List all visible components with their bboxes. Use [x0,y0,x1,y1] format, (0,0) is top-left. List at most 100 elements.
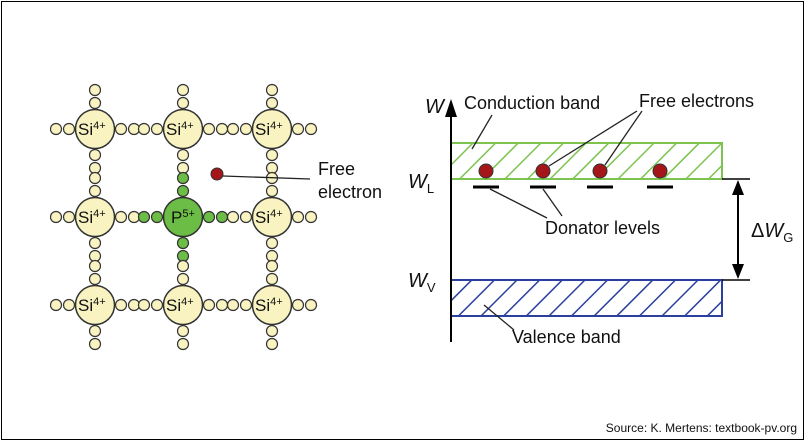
valence-electron [137,122,151,136]
free-electron-dot [210,167,224,181]
valence-electron [150,298,164,312]
valence-electron [176,184,190,198]
valence-electron [265,324,279,338]
valence-electron [49,298,63,312]
valence-electron [88,236,102,250]
valence-electron [49,210,63,224]
phosphorus-atom-label: P5+ [171,208,195,227]
valence-electron [176,324,190,338]
valence-electron [265,337,279,351]
free-electrons-pointer-2 [604,110,643,166]
gap-arrow-head-top [732,180,744,195]
valence-electron [137,210,151,224]
valence-electron [239,210,253,224]
valence-electron [226,210,240,224]
conduction-band-pointer [471,114,493,150]
valence-electron [88,259,102,273]
valence-electron [150,210,164,224]
valence-electron [239,122,253,136]
valence-electron [88,96,102,110]
silicon-atom [74,196,116,238]
valence-electron [88,161,102,175]
silicon-atom [162,284,204,326]
valence-electron [265,272,279,286]
gap-arrow-head-bottom [732,264,744,279]
valence-electron [62,122,76,136]
valence-electron [202,210,216,224]
silicon-atom [251,196,293,238]
valence-electron [127,298,141,312]
valence-electron [265,259,279,273]
valence-electron [88,337,102,351]
valence-electron [88,83,102,97]
silicon-atom [74,108,116,150]
valence-electron [49,122,63,136]
silicon-atom [251,108,293,150]
conduction-band [450,142,723,180]
valence-electron [291,298,305,312]
valence-band-pointer [483,304,515,331]
silicon-atom-label: Si4+ [255,208,283,227]
silicon-atom-label: Si4+ [78,296,106,315]
valence-electron [226,122,240,136]
valence-electron [62,298,76,312]
silicon-atom-label: Si4+ [255,120,283,139]
silicon-atom [162,108,204,150]
valence-electron [176,272,190,286]
valence-electron [265,148,279,162]
valence-electron [88,171,102,185]
valence-electron [176,161,190,175]
valence-electron [202,298,216,312]
band-diagram: W WL WV ΔWG Conduction band Free electro… [408,91,793,347]
valence-electron [88,324,102,338]
silicon-atom-label: Si4+ [255,296,283,315]
energy-axis-label: W [425,96,446,118]
phosphorus-atom [162,196,204,238]
valence-electron [265,96,279,110]
silicon-atom-label: Si4+ [78,120,106,139]
valence-electron [114,210,128,224]
valence-electron [88,272,102,286]
crystal-lattice: Si4+Si4+Si4+Si4+P5+Si4+Si4+Si4+Si4+ [49,83,318,351]
free-electrons-pointer-1 [548,110,638,167]
valence-band-label: Valence band [512,327,621,347]
valence-electron [304,298,318,312]
valence-electron [304,210,318,224]
valence-electron [176,337,190,351]
valence-electron [215,210,229,224]
band-free-electron-3 [592,163,608,179]
silicon-atom-label: Si4+ [78,208,106,227]
energy-axis-arrowhead [445,99,457,117]
valence-electron [150,122,164,136]
band-free-electron-2 [535,163,551,179]
valence-electron [291,210,305,224]
valence-electron [176,171,190,185]
valence-electron [176,96,190,110]
valence-band [450,279,723,317]
band-free-electron-4 [652,163,668,179]
free-electrons-label: Free electrons [639,91,754,111]
valence-electron [176,236,190,250]
valence-electron [62,210,76,224]
valence-electron [215,298,229,312]
valence-electron [88,148,102,162]
conduction-band-label: Conduction band [464,93,600,113]
valence-electron [88,184,102,198]
valence-electron [265,161,279,175]
valence-electron [114,122,128,136]
free-electron-label-line2: electron [318,182,382,202]
valence-electron [239,298,253,312]
silicon-atom-label: Si4+ [166,296,194,315]
valence-electron [265,249,279,263]
donator-levels-label: Donator levels [545,218,660,238]
valence-electron [88,249,102,263]
valence-electron [265,236,279,250]
valence-electron [127,122,141,136]
valence-electron [114,298,128,312]
valence-electron [127,210,141,224]
source-credit: Source: K. Mertens: textbook-pv.org [606,421,797,435]
valence-electron [176,148,190,162]
valence-electron [176,83,190,97]
